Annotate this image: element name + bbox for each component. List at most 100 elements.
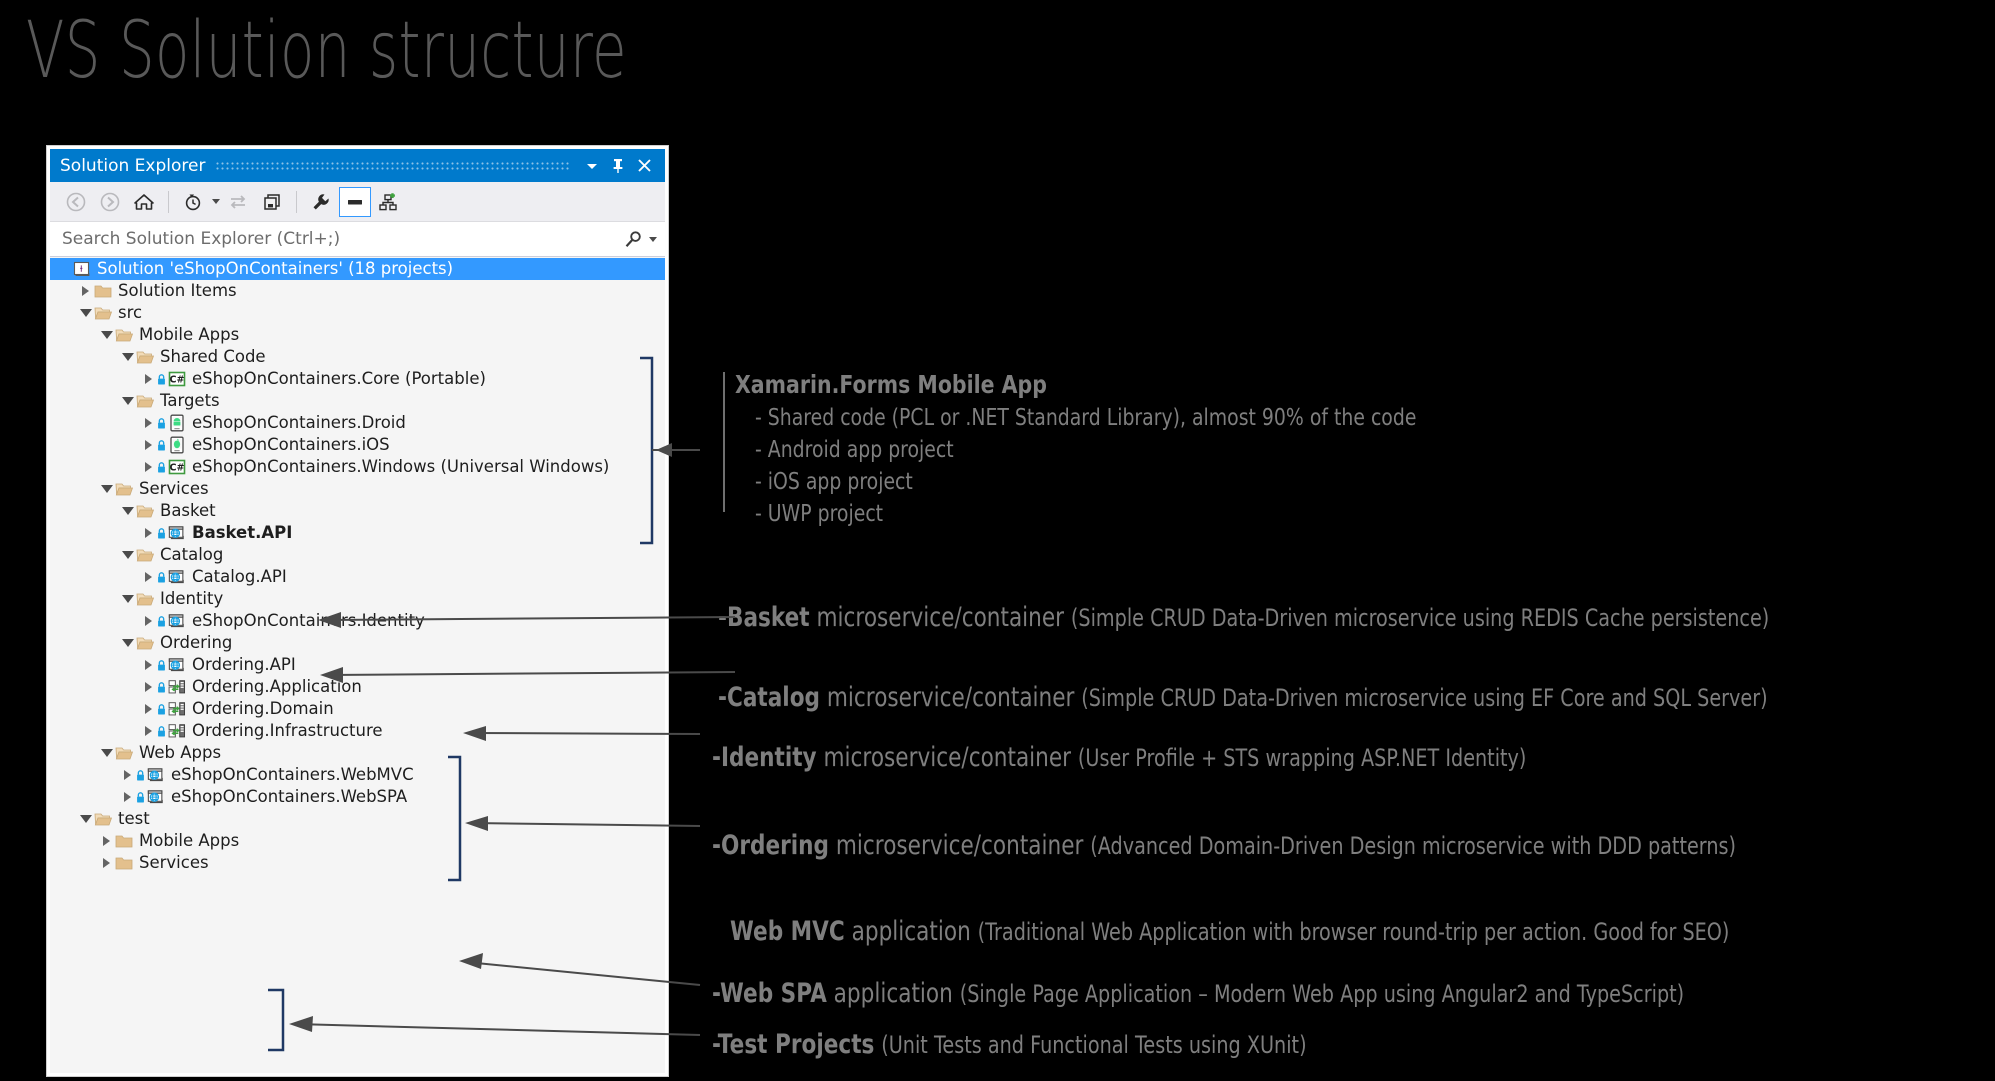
tree-item[interactable]: C# eShopOnContainers.Windows (Universal … xyxy=(50,456,665,478)
tree-item[interactable]: eShopOnContainers.WebMVC xyxy=(50,764,665,786)
collapse-chevron-icon[interactable] xyxy=(77,303,94,323)
chevron-down-icon xyxy=(79,814,92,823)
annotation-mid: microservice/container xyxy=(809,602,1071,633)
tree-item[interactable]: Mobile Apps xyxy=(50,324,665,346)
annotation-paren: (Traditional Web Application with browse… xyxy=(977,918,1730,946)
expand-chevron-icon[interactable] xyxy=(98,853,115,873)
expand-chevron-icon[interactable] xyxy=(77,281,94,301)
pin-icon[interactable] xyxy=(605,153,631,179)
solution-icon: ⟊ xyxy=(73,261,90,277)
tree-item[interactable]: Services xyxy=(50,852,665,874)
tree-item[interactable]: test xyxy=(50,808,665,830)
tree-item[interactable]: eShopOnContainers.Droid xyxy=(50,412,665,434)
expand-chevron-icon[interactable] xyxy=(140,523,157,543)
solution-tree: ⟊ Solution 'eShopOnContainers' (18 proje… xyxy=(50,257,665,1073)
tree-item[interactable]: eShopOnContainers.iOS xyxy=(50,434,665,456)
tree-item[interactable]: C# eShopOnContainers.Core (Portable) xyxy=(50,368,665,390)
collapse-chevron-icon[interactable] xyxy=(119,633,136,653)
search-bar[interactable] xyxy=(50,222,665,257)
tree-item[interactable]: Services xyxy=(50,478,665,500)
tree-item[interactable]: Ordering xyxy=(50,632,665,654)
tree-item[interactable]: Ordering.Infrastructure xyxy=(50,720,665,742)
chevron-down-icon xyxy=(100,330,113,339)
tree-item[interactable]: eShopOnContainers.WebSPA xyxy=(50,786,665,808)
tree-item-icon-group xyxy=(94,810,112,828)
tree-item-label: Ordering.API xyxy=(192,654,296,674)
tree-item[interactable]: Ordering.Domain xyxy=(50,698,665,720)
tree-item-icon-group xyxy=(136,502,154,520)
expand-chevron-icon[interactable] xyxy=(140,457,157,477)
webmvc-annotation: Web MVC application (Traditional Web App… xyxy=(730,916,1729,947)
expand-chevron-icon[interactable] xyxy=(140,413,157,433)
collapse-chevron-icon[interactable] xyxy=(119,589,136,609)
chevron-right-icon xyxy=(145,528,152,538)
folder-closed-icon xyxy=(115,857,133,870)
annotation-dash: - xyxy=(712,978,720,1009)
collapse-chevron-icon[interactable] xyxy=(119,545,136,565)
back-button[interactable] xyxy=(60,187,92,217)
collapse-chevron-icon[interactable] xyxy=(119,347,136,367)
preview-selected-items-button[interactable] xyxy=(339,186,371,217)
tree-item[interactable]: Web Apps xyxy=(50,742,665,764)
pending-changes-dropdown-icon[interactable] xyxy=(212,199,220,204)
window-titlebar: Solution Explorer xyxy=(50,149,665,182)
expand-chevron-icon[interactable] xyxy=(140,655,157,675)
sync-with-active-document-button[interactable] xyxy=(222,187,254,217)
expand-chevron-icon[interactable] xyxy=(140,611,157,631)
collapse-chevron-icon[interactable] xyxy=(98,325,115,345)
tree-item[interactable]: Catalog.API xyxy=(50,566,665,588)
dropdown-icon[interactable] xyxy=(579,153,605,179)
annotation-paren: (Single Page Application – Modern Web Ap… xyxy=(959,980,1685,1008)
properties-button[interactable] xyxy=(305,187,337,217)
search-input[interactable] xyxy=(60,228,624,250)
lock-icon xyxy=(158,681,165,693)
tree-item[interactable]: ⟊ Solution 'eShopOnContainers' (18 proje… xyxy=(50,258,665,280)
forward-button[interactable] xyxy=(94,187,126,217)
tree-item-label: eShopOnContainers.Droid xyxy=(192,412,406,432)
search-dropdown-icon[interactable] xyxy=(649,236,657,242)
expand-chevron-icon[interactable] xyxy=(140,567,157,587)
tree-item[interactable]: Catalog xyxy=(50,544,665,566)
annotation-bold: Ordering xyxy=(720,830,829,861)
tree-item-icon-group xyxy=(157,678,186,696)
collapse-chevron-icon[interactable] xyxy=(98,743,115,763)
collapse-chevron-icon[interactable] xyxy=(98,479,115,499)
expand-chevron-icon[interactable] xyxy=(140,721,157,741)
tree-item[interactable]: Targets xyxy=(50,390,665,412)
expand-chevron-icon[interactable] xyxy=(140,369,157,389)
solution-explorer-window: Solution Explorer xyxy=(47,146,668,1076)
tree-item[interactable]: Shared Code xyxy=(50,346,665,368)
show-all-files-button[interactable] xyxy=(256,187,288,217)
expand-chevron-icon[interactable] xyxy=(119,765,136,785)
lock-icon xyxy=(158,725,165,737)
expand-chevron-icon[interactable] xyxy=(119,787,136,807)
home-button[interactable] xyxy=(128,187,160,217)
tree-item[interactable]: Ordering.Application xyxy=(50,676,665,698)
mobile-annotation-item: - iOS app project xyxy=(755,469,913,495)
collapse-chevron-icon[interactable] xyxy=(119,501,136,521)
expand-chevron-icon[interactable] xyxy=(140,677,157,697)
tree-item[interactable]: Mobile Apps xyxy=(50,830,665,852)
annotation-mid: application xyxy=(844,916,978,947)
view-class-diagram-button[interactable] xyxy=(373,187,405,217)
tree-item[interactable]: Ordering.API xyxy=(50,654,665,676)
tree-item-icon-group xyxy=(136,590,154,608)
pending-changes-button[interactable] xyxy=(177,187,209,217)
tree-item[interactable]: Basket xyxy=(50,500,665,522)
collapse-chevron-icon[interactable] xyxy=(77,809,94,829)
annotation-paren: (Simple CRUD Data-Driven microservice us… xyxy=(1070,604,1770,632)
collapse-chevron-icon[interactable] xyxy=(119,391,136,411)
expand-chevron-icon[interactable] xyxy=(140,435,157,455)
close-icon[interactable] xyxy=(631,153,657,179)
search-icon[interactable] xyxy=(624,230,643,249)
tree-item[interactable]: eShopOnContainers.Identity xyxy=(50,610,665,632)
expand-chevron-icon[interactable] xyxy=(140,699,157,719)
tree-item[interactable]: Identity xyxy=(50,588,665,610)
tree-item[interactable]: src xyxy=(50,302,665,324)
tree-item[interactable]: Solution Items xyxy=(50,280,665,302)
tree-item[interactable]: Basket.API xyxy=(50,522,665,544)
tree-item-icon-group xyxy=(136,634,154,652)
expand-chevron-icon[interactable] xyxy=(98,831,115,851)
mobile-annotation-item: - Shared code (PCL or .NET Standard Libr… xyxy=(755,405,1417,431)
chevron-right-icon xyxy=(82,286,89,296)
